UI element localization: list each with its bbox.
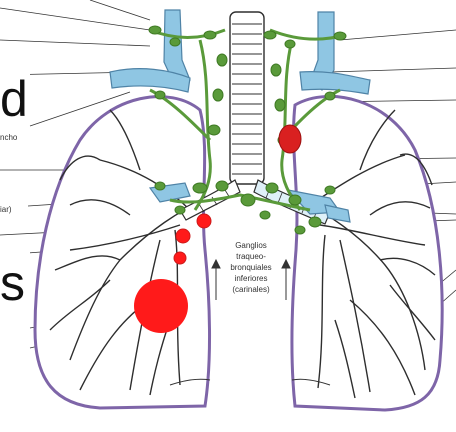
hilar-metastasis-node bbox=[279, 125, 301, 153]
overlay-char-d: d bbox=[0, 71, 28, 127]
left-lung bbox=[35, 97, 210, 408]
svg-text:inferiores: inferiores bbox=[235, 274, 268, 283]
svg-text:bronquiales: bronquiales bbox=[230, 263, 271, 272]
right-lung bbox=[292, 96, 442, 410]
svg-text:(carinales): (carinales) bbox=[232, 285, 270, 294]
metastasis-node bbox=[176, 229, 190, 243]
left-fragment-label: ncho bbox=[0, 133, 18, 142]
left-fragment-label-2: iar) bbox=[0, 205, 12, 214]
metastasis-node bbox=[197, 214, 211, 228]
overlay-char-s: s bbox=[0, 255, 25, 311]
large-metastasis-node bbox=[134, 279, 188, 333]
metastasis-node bbox=[174, 252, 186, 264]
svg-text:Ganglios: Ganglios bbox=[235, 241, 267, 250]
svg-text:traqueo-: traqueo- bbox=[236, 252, 266, 261]
ganglios-label: Ganglios traqueo- bronquiales inferiores… bbox=[230, 241, 271, 294]
